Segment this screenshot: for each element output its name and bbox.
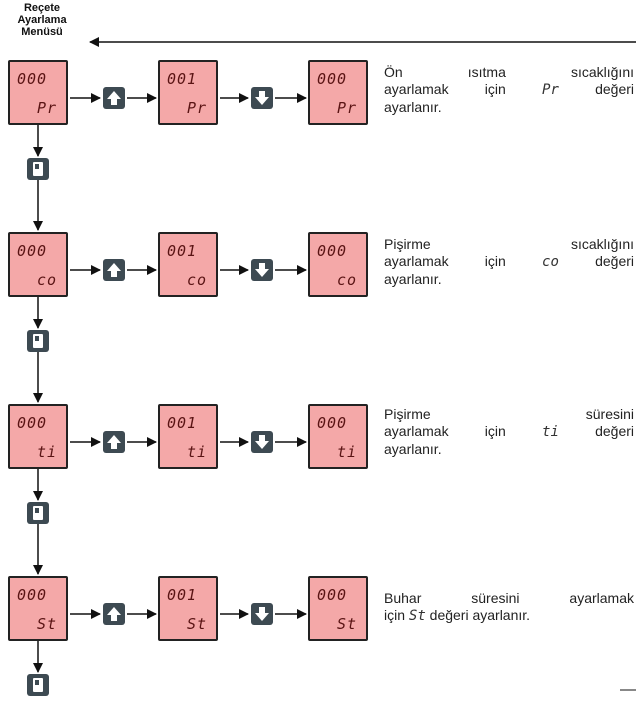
description-post: değeri: [595, 81, 635, 97]
description-code: ti: [542, 424, 559, 440]
description-line-2: ayarlamak için Pr değeri: [384, 81, 634, 99]
description-pre: için: [384, 607, 406, 623]
up-arrow-icon: [107, 607, 121, 621]
display-value: 000: [317, 70, 348, 88]
menu-title-line-1: Reçete: [23, 2, 61, 14]
up-arrow-icon: [107, 91, 121, 105]
set-key-button: [27, 158, 49, 180]
display-value: 000: [317, 242, 348, 260]
set-key-icon: [33, 162, 43, 176]
description-st: Buhar süresini ayarlamak için St değeri …: [384, 590, 634, 625]
down-arrow-icon: [255, 607, 269, 621]
description-line-2: ayarlamak için ti değeri: [384, 423, 634, 441]
display-pr-increased: 001 Pr: [158, 60, 218, 125]
description-line-1: Pişirme süresini: [384, 406, 634, 422]
description-pre: ayarlamak için: [384, 253, 506, 269]
display-ti-decreased: 000 ti: [308, 404, 368, 469]
display-value: 001: [167, 70, 198, 88]
description-post: değeri ayarlanır.: [429, 607, 531, 623]
display-value: 000: [317, 586, 348, 604]
down-key-button: [251, 603, 273, 625]
description-line-1: Buhar süresini ayarlamak: [384, 590, 634, 606]
display-code: Pr: [36, 99, 57, 117]
description-ti: Pişirme süresini ayarlamak için ti değer…: [384, 406, 634, 458]
display-pr-initial: 000 Pr: [8, 60, 68, 125]
up-key-button: [103, 259, 125, 281]
set-key-icon: [33, 506, 43, 520]
display-code: ti: [336, 443, 357, 461]
display-value: 000: [17, 70, 48, 88]
description-code: Pr: [542, 82, 559, 98]
display-code: ti: [186, 443, 207, 461]
display-code: St: [186, 615, 207, 633]
down-arrow-icon: [255, 435, 269, 449]
display-value: 000: [317, 414, 348, 432]
set-key-icon: [33, 334, 43, 348]
display-value: 000: [17, 242, 48, 260]
description-line-3: ayarlanır.: [384, 271, 442, 287]
display-value: 001: [167, 586, 198, 604]
down-arrow-icon: [255, 91, 269, 105]
description-line-1: Ön ısıtma sıcaklığını: [384, 64, 634, 80]
description-line-2: için St değeri ayarlanır.: [384, 607, 634, 625]
description-pre: ayarlamak için: [384, 423, 506, 439]
display-code: St: [36, 615, 57, 633]
display-ti-increased: 001 ti: [158, 404, 218, 469]
display-code: co: [36, 271, 57, 289]
set-key-icon: [33, 678, 43, 692]
display-co-initial: 000 co: [8, 232, 68, 297]
display-value: 001: [167, 242, 198, 260]
description-line-1: Pişirme sıcaklığını: [384, 236, 634, 252]
up-arrow-icon: [107, 435, 121, 449]
description-pr: Ön ısıtma sıcaklığını ayarlamak için Pr …: [384, 64, 634, 116]
description-code: St: [408, 608, 426, 624]
down-key-button: [251, 431, 273, 453]
display-code: co: [186, 271, 207, 289]
display-code: Pr: [336, 99, 357, 117]
display-code: co: [336, 271, 357, 289]
display-st-decreased: 000 St: [308, 576, 368, 641]
description-line-3: ayarlanır.: [384, 99, 442, 115]
down-key-button: [251, 259, 273, 281]
up-key-button: [103, 431, 125, 453]
description-pre: ayarlamak için: [384, 81, 506, 97]
display-code: Pr: [186, 99, 207, 117]
set-key-button: [27, 330, 49, 352]
display-pr-decreased: 000 Pr: [308, 60, 368, 125]
up-arrow-icon: [107, 263, 121, 277]
display-value: 000: [17, 414, 48, 432]
down-arrow-icon: [255, 263, 269, 277]
menu-title-line-3: Menüsü: [21, 26, 63, 38]
display-co-decreased: 000 co: [308, 232, 368, 297]
description-co: Pişirme sıcaklığını ayarlamak için co de…: [384, 236, 634, 288]
display-co-increased: 001 co: [158, 232, 218, 297]
up-key-button: [103, 87, 125, 109]
set-key-button: [27, 674, 49, 696]
display-st-increased: 001 St: [158, 576, 218, 641]
display-value: 001: [167, 414, 198, 432]
menu-title: Reçete Ayarlama Menüsü: [2, 2, 82, 38]
display-code: St: [336, 615, 357, 633]
description-line-3: ayarlanır.: [384, 441, 442, 457]
display-value: 000: [17, 586, 48, 604]
description-post: değeri: [595, 423, 635, 439]
down-key-button: [251, 87, 273, 109]
display-code: ti: [36, 443, 57, 461]
up-key-button: [103, 603, 125, 625]
description-post: değeri: [595, 253, 635, 269]
menu-title-line-2: Ayarlama: [17, 14, 67, 26]
display-st-initial: 000 St: [8, 576, 68, 641]
description-code: co: [542, 254, 559, 270]
description-line-2: ayarlamak için co değeri: [384, 253, 634, 271]
set-key-button: [27, 502, 49, 524]
display-ti-initial: 000 ti: [8, 404, 68, 469]
